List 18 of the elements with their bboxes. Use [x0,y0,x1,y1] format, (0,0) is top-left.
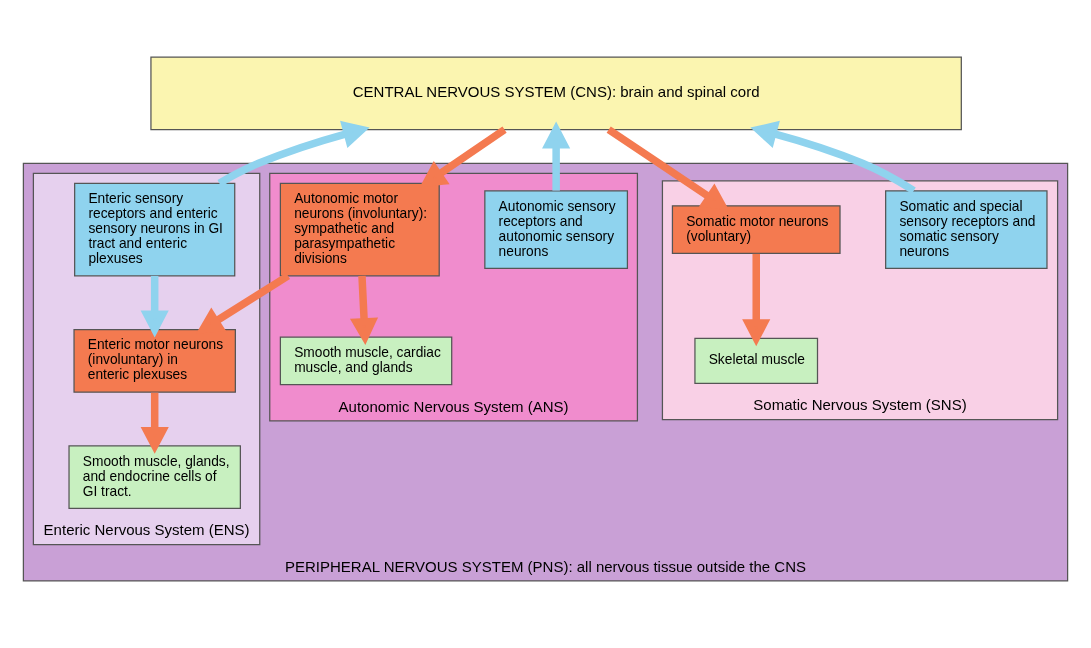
arrow [217,120,370,187]
arrow [742,253,771,347]
node-box: Enteric sensory receptors and enteric sensory neurons in GI tract and enteric plexuses [74,182,236,277]
arrow [349,275,379,345]
node-box: Skeletal muscle [694,337,819,385]
node-box: Smooth muscle, glands, and endocrine cells of GI tract. [68,445,241,510]
node-box: Enteric motor neurons (involuntary) in enteric plexuses [73,329,236,393]
node-box: CENTRAL NERVOUS SYSTEM (CNS): brain and spinal cord [150,56,962,131]
node-box: Somatic motor neurons (voluntary) [671,205,841,254]
node-box: Autonomic sensory receptors and autonomic sensory neurons [484,190,629,269]
arrow [140,275,169,338]
arrow [140,392,169,454]
arrow [196,272,291,334]
node-box: Autonomic motor neurons (involuntary): sympathetic and parasympathetic divisions [279,182,440,277]
node-box: Smooth muscle, cardiac muscle, and glands [279,336,453,386]
node-box: Somatic and special sensory receptors and somatic sensory neurons [885,190,1048,269]
arrow [419,126,507,188]
arrow [542,121,571,191]
